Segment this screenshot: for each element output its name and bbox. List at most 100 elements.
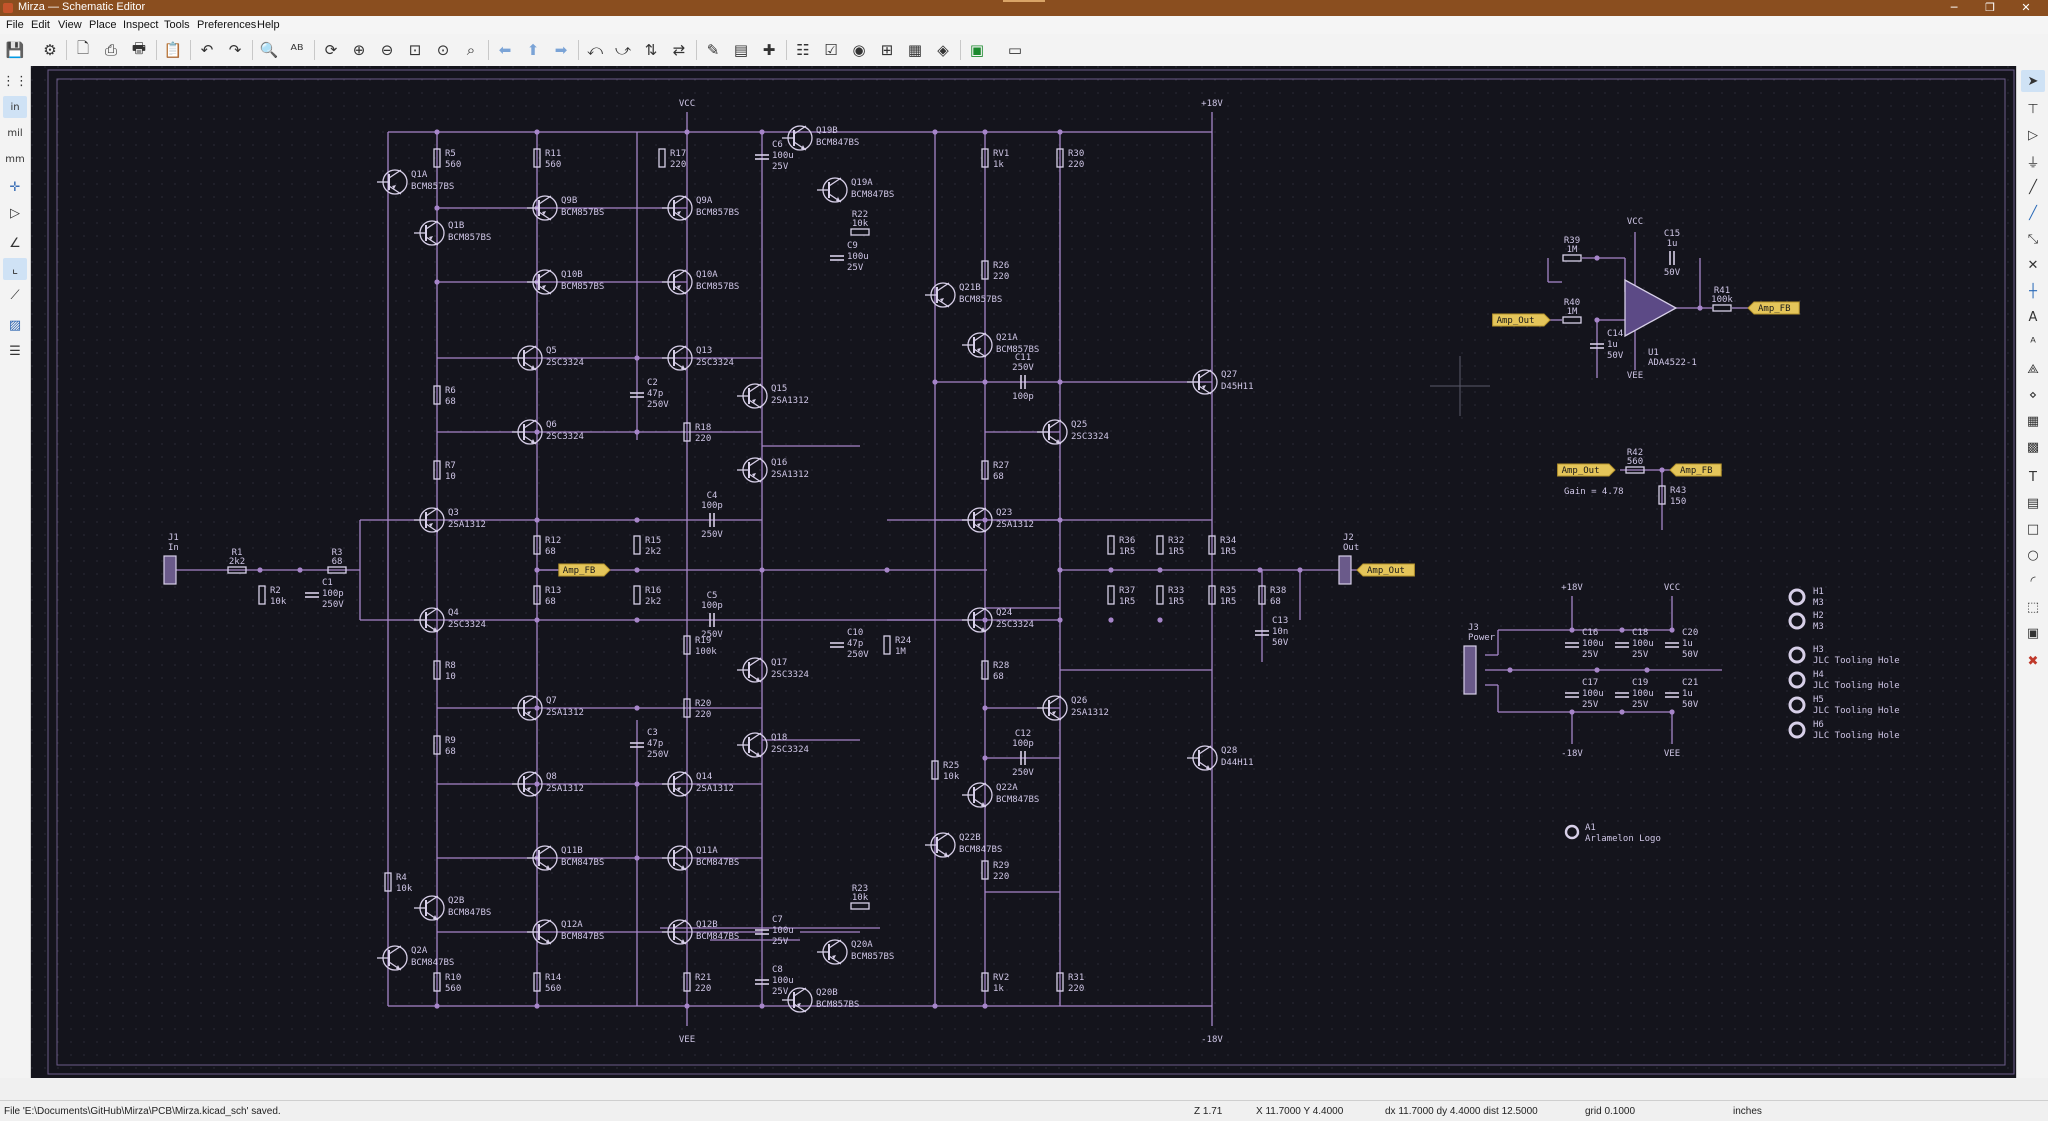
find-replace-icon[interactable]: ᴬᴮ [290,41,304,59]
scripting-console-icon[interactable]: ▭ [1007,41,1023,59]
grid-toggle-icon[interactable]: ⋮⋮ [2,73,28,89]
add-textbox-icon[interactable]: ▤ [2026,495,2040,511]
add-rectangle-icon[interactable]: □ [2026,521,2040,537]
transistor-arrow [546,939,550,943]
erc-icon[interactable]: ☑ [824,41,838,59]
select-icon[interactable]: ➤ [2021,70,2045,92]
resistor-ref-R32: R32 [1168,536,1184,546]
menu-file[interactable]: File [6,19,24,31]
transistor-arrow [392,185,396,189]
properties-panel-icon[interactable]: ☰ [9,343,21,359]
menu-edit[interactable]: Edit [31,19,50,31]
save-icon[interactable]: 💾 [5,41,25,59]
resistor-R22 [850,228,870,236]
transistor-collector [673,919,687,929]
menu-place[interactable]: Place [89,19,117,31]
schematic-setup-icon[interactable]: ⚙ [43,41,57,59]
add-global-label-icon[interactable]: ⟁ [2027,361,2039,377]
add-power-icon[interactable]: ⏚ [2026,155,2040,171]
add-arc-icon[interactable]: ◜ [2030,573,2036,589]
junction-dot [534,429,540,435]
redo-icon[interactable]: ↷ [228,41,242,59]
no-connect-icon[interactable]: ✕ [2027,257,2039,273]
mirror-horizontal-icon[interactable]: ⇄ [672,41,686,59]
pcb-editor-icon[interactable]: ▣ [969,41,985,59]
wire-45-icon[interactable]: ⟋ [10,287,20,303]
horizontal-scroll-area [31,1078,2016,1100]
menu-tools[interactable]: Tools [164,19,190,31]
rotate-ccw-icon[interactable]: ⤺ [586,41,604,59]
menu-inspect[interactable]: Inspect [123,19,159,31]
bom-icon[interactable]: ▦ [907,41,923,59]
menu-preferences[interactable]: Preferences [197,19,257,31]
plot-icon[interactable]: 🖶 [131,38,147,57]
capacitor-value-C19: 100u [1632,689,1654,699]
resistor-value-R35: 1R5 [1220,597,1236,607]
resistor-R10 [433,972,441,992]
units-inches-button[interactable]: in [3,96,27,118]
undo-icon[interactable]: ↶ [200,41,214,59]
transistor-Q7 [512,695,543,721]
page-settings-icon[interactable]: 🗋 [76,38,90,57]
menu-help[interactable]: Help [257,19,280,31]
add-hier-label-icon[interactable]: ⋄ [2028,387,2038,403]
find-icon[interactable]: 🔍 [259,41,279,59]
net-label-amp-fb-1-shape [558,563,611,577]
annotate-icon[interactable]: ✚ [762,41,776,59]
add-bus-icon[interactable]: ⤡ [2027,231,2039,247]
mirror-vertical-icon[interactable]: ⇅ [644,41,658,59]
assign-footprints-icon[interactable]: ⊞ [880,41,894,59]
zoom-objects-icon[interactable]: ⊙ [436,41,450,59]
add-sheet-icon[interactable]: ▦ [2026,413,2040,429]
add-line-icon[interactable]: ╱ [2029,179,2037,195]
hierarchy-navigator-icon[interactable]: ▨ [8,317,22,333]
add-symbol-icon[interactable]: ▷ [2028,127,2038,143]
transistor-arrow [1206,765,1210,769]
add-text-icon[interactable]: T [2029,469,2037,485]
resistor-value-R11: 560 [545,160,561,170]
rotate-cw-icon[interactable]: ⤻ [614,41,632,59]
edit-fields-icon[interactable]: ◈ [937,41,949,59]
print-icon[interactable]: ⎙ [104,41,117,59]
netlist-icon[interactable]: ☷ [796,41,810,59]
symbol-browser-icon[interactable]: ▤ [733,41,749,59]
minimize-button[interactable]: ─ [1950,1,1958,14]
refresh-icon[interactable]: ⟳ [324,41,338,59]
close-button[interactable]: ✕ [2021,1,2031,14]
zoom-selection-icon[interactable]: ⌕ [466,41,476,59]
paste-icon[interactable]: 📋 [163,41,183,59]
import-sheet-pin-icon[interactable]: ▩ [2026,439,2040,455]
schematic-drawing[interactable]: VCC+18VVEE-18VQ1ABCM857BSQ1BBCM857BSQ9BB… [31,66,2016,1078]
transistor-collector [1198,369,1212,379]
transistor-ref-Q9A: Q9A [696,196,713,206]
cursor-style-icon[interactable]: ✛ [9,179,21,195]
highlight-net-icon[interactable]: ⊤ [2027,101,2039,117]
units-mm-button[interactable]: mm [5,153,25,165]
simulator-icon[interactable]: ◉ [852,41,866,59]
delete-icon[interactable]: ✖ [2027,653,2039,669]
symbol-editor-icon[interactable]: ✎ [706,41,720,59]
add-net-class-icon[interactable]: ᴬ [2030,335,2036,351]
transistor-value-Q8: 2SA1312 [546,784,584,794]
add-junction-icon[interactable]: ┼ [2029,283,2037,299]
hidden-pins-icon[interactable]: ▷ [10,205,20,221]
transistor-Q11A [662,845,693,871]
add-wire-icon[interactable]: ╱ [2029,205,2037,221]
wire-90-icon[interactable]: ⌞ [3,258,27,280]
add-bitmap-icon[interactable]: ⬚ [2026,599,2040,615]
zoom-out-icon[interactable]: ⊖ [380,41,394,59]
add-label-icon[interactable]: A [2028,309,2038,325]
menu-view[interactable]: View [58,19,82,31]
transistor-emitter [673,787,687,797]
add-circle-icon[interactable]: ○ [2027,547,2039,563]
add-image-icon[interactable]: ▣ [2026,625,2040,641]
back-icon[interactable]: ⬅ [498,41,512,59]
maximize-button[interactable]: ❐ [1985,1,1995,14]
zoom-in-icon[interactable]: ⊕ [352,41,366,59]
zoom-fit-icon[interactable]: ⊡ [408,41,422,59]
up-icon[interactable]: ⬆ [526,41,540,59]
forward-icon[interactable]: ➡ [554,41,568,59]
wire-angle-icon[interactable]: ∠ [9,235,21,251]
units-mils-button[interactable]: mil [7,127,23,139]
